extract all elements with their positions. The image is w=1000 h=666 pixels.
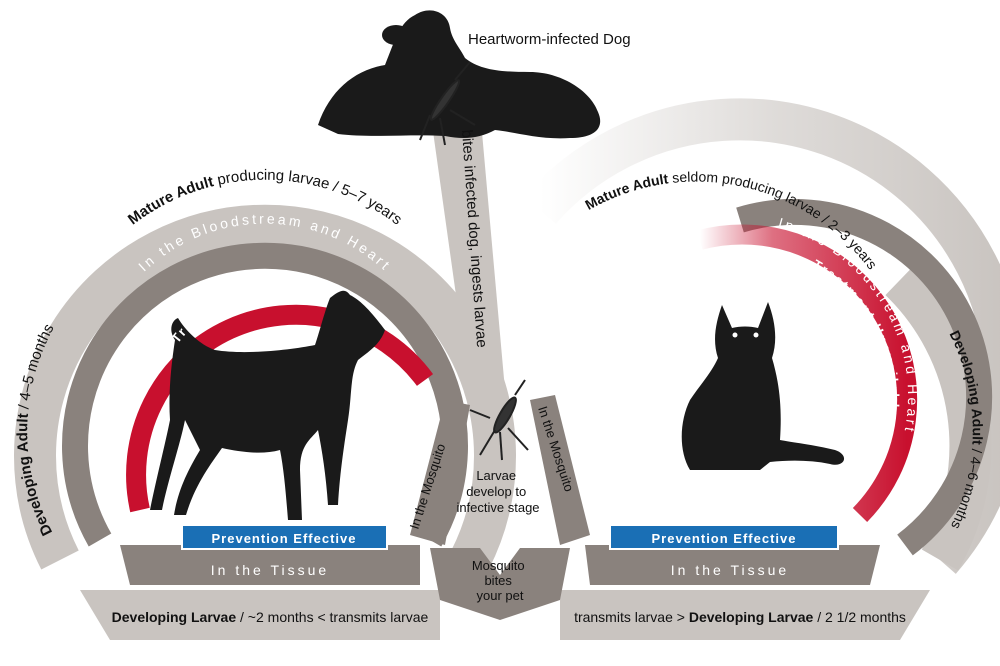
dog-blue-band-text: Prevention Effective: [212, 531, 357, 546]
cat-inner-bottom-text: In the Tissue: [671, 562, 789, 578]
cat-larvae-band: [560, 590, 930, 640]
cat-tissue-band: [585, 545, 880, 585]
dog-larvae-band: [80, 590, 440, 640]
mosquito-section: [410, 110, 590, 620]
dog-cycle: [14, 204, 516, 640]
sitting-cat-icon: [681, 302, 845, 470]
mosquito-band-right: [530, 395, 590, 545]
cat-inner-ring: [736, 198, 993, 556]
cat-prevention-band: [609, 524, 839, 550]
dog-prevention-band: [181, 524, 388, 550]
standing-dog-icon: [150, 290, 385, 520]
dog-tissue-band: [120, 545, 420, 585]
cat-treatment-band: [697, 224, 918, 522]
dog-outer-bottom-text: Developing Larvae / ~2 months < transmit…: [112, 609, 429, 625]
cat-cycle: [524, 98, 1000, 640]
dog-outer-ring: [14, 204, 516, 570]
larvae-text: Larvae develop to infective stage: [456, 468, 539, 515]
host-label: Heartworm-infected Dog: [468, 31, 631, 48]
dog-inner-bottom-text: In the Tissue: [211, 562, 329, 578]
center-mosquito-icon: [469, 379, 529, 461]
mosquito-v-band: [430, 548, 570, 620]
cat-outer-ring: [524, 98, 1000, 574]
mosquito-icon: [419, 61, 476, 146]
cat-outer-bottom-text: transmits larvae > Developing Larvae / 2…: [574, 609, 906, 625]
mosquito-band-left: [410, 400, 470, 545]
bite-band: [430, 110, 505, 395]
bite-your-pet-text: Mosquito bites your pet: [472, 558, 528, 603]
cat-blue-band-text: Prevention Effective: [652, 531, 797, 546]
